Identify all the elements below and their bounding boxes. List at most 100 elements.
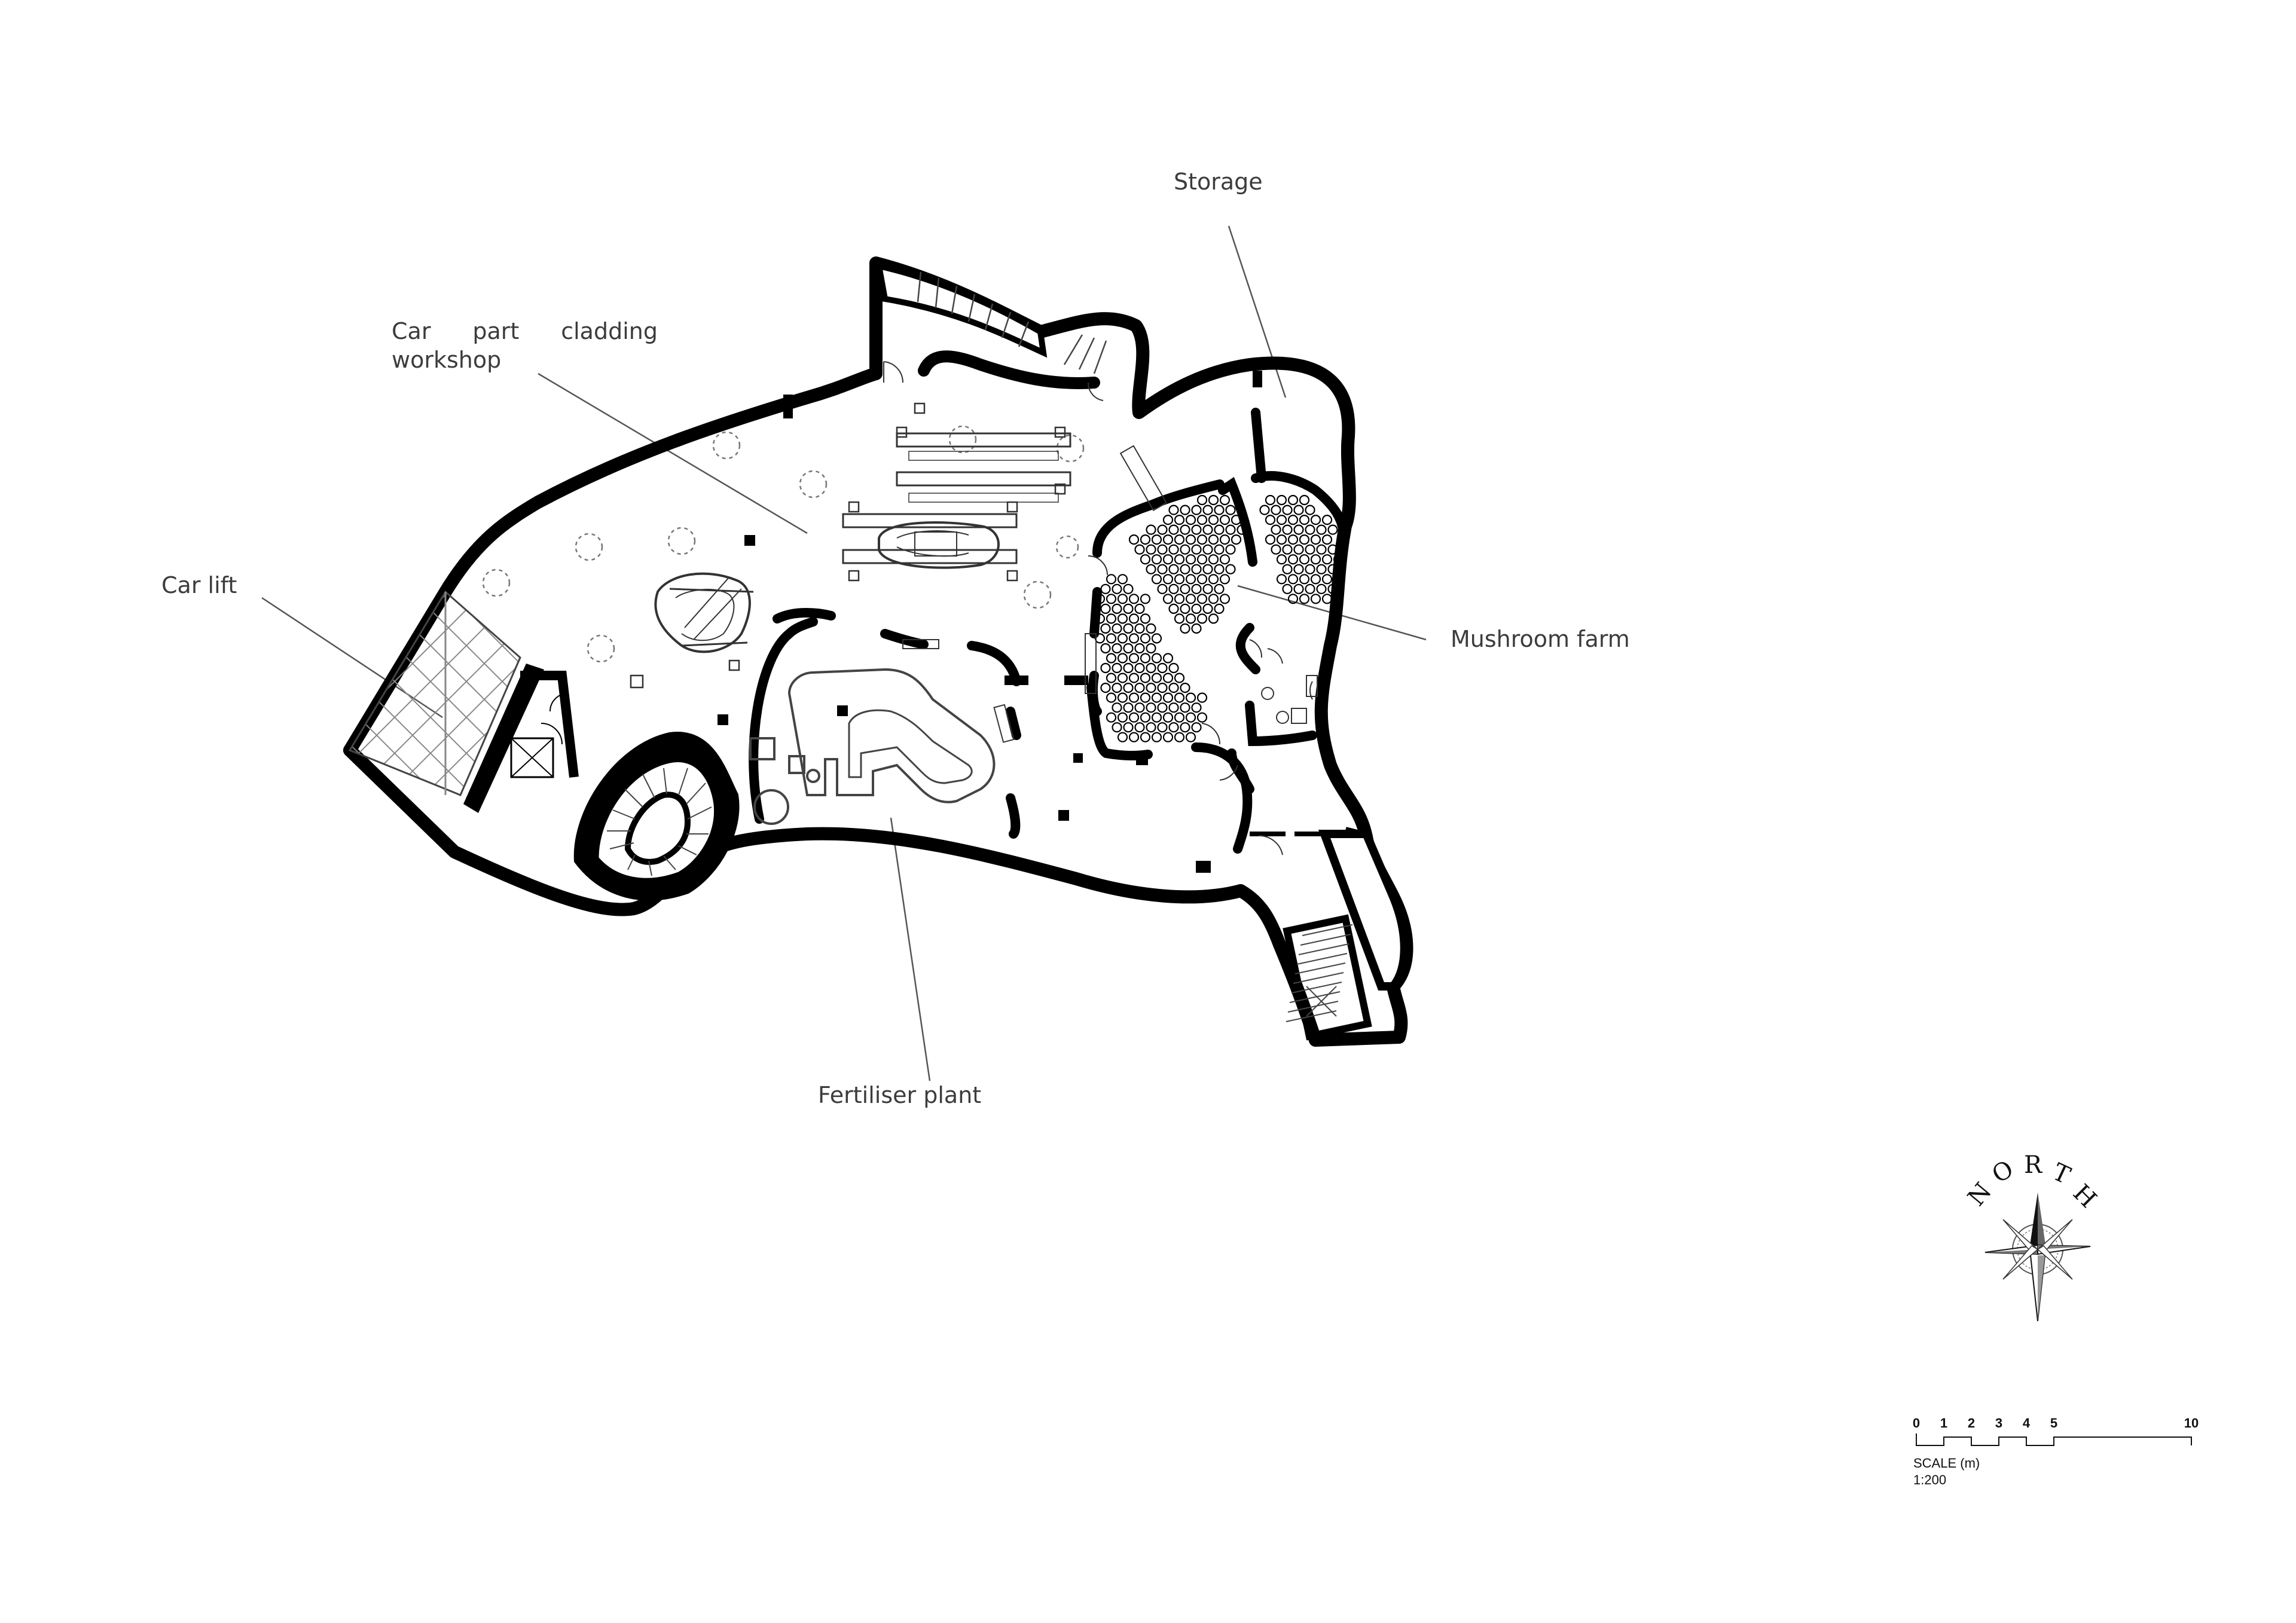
mushroom-bed-ring — [1146, 722, 1156, 733]
mushroom-bed-ring — [1162, 554, 1174, 565]
mushroom-bed-ring — [1282, 544, 1293, 555]
mushroom-bed-ring — [1180, 702, 1190, 713]
mushroom-bed-ring — [1191, 702, 1202, 713]
compass-letter-n: N — [1962, 1178, 1997, 1211]
mushroom-bed-ring — [1117, 594, 1128, 604]
mushroom-bed-ring — [1185, 594, 1196, 604]
mushroom-bed-ring — [1117, 692, 1128, 703]
mushroom-bed-ring — [1168, 583, 1179, 594]
mushroom-bed-ring — [1140, 554, 1151, 565]
mushroom-bed-ring — [1299, 514, 1310, 525]
stair-tread — [1296, 953, 1348, 965]
mushroom-bed-ring — [1174, 613, 1185, 624]
mushroom-bed-ring — [1140, 534, 1151, 545]
mushroom-bed-ring — [1134, 643, 1145, 654]
mushroom-bed-ring — [1146, 682, 1156, 693]
stair-tread — [1287, 1001, 1339, 1013]
scale-tick-3: 3 — [1995, 1416, 2003, 1431]
mushroom-bed-ring — [1287, 574, 1299, 585]
mushroom-bed-ring — [1208, 494, 1219, 506]
stair-tread — [1291, 982, 1342, 994]
mushroom-bed-ring — [1174, 732, 1185, 742]
mushroom-bed-ring — [1174, 673, 1185, 683]
mushroom-bed-ring — [1276, 534, 1287, 545]
mushroom-bed-ring — [1128, 613, 1140, 624]
mushroom-bed-ring — [1146, 544, 1156, 555]
north-stair-corridor — [875, 262, 1107, 389]
mushroom-bed-ring — [1123, 702, 1134, 713]
mushroom-bed-ring — [1276, 554, 1287, 565]
mushroom-bed-ring — [1180, 722, 1190, 733]
mushroom-bed-ring — [1151, 633, 1162, 644]
mushroom-bed-ring — [1151, 574, 1162, 585]
mushroom-bed-ring — [1128, 633, 1140, 644]
mushroom-bed-ring — [1168, 682, 1179, 693]
south-outer-wall — [343, 744, 1247, 916]
mushroom-bed-ring — [1185, 554, 1196, 565]
mushroom-bed-ring — [1293, 564, 1304, 574]
mushroom-bed-ring — [1287, 594, 1299, 604]
mushroom-bed-ring — [1225, 524, 1236, 535]
mushroom-bed-ring — [1321, 554, 1333, 565]
mushroom-bed-ring — [1123, 662, 1134, 674]
mushroom-bed-ring — [1128, 692, 1140, 703]
mushroom-bed-ring — [1123, 583, 1134, 594]
car-lift-racks — [654, 432, 1071, 653]
label-mushroom-farm: Mushroom farm — [1451, 626, 1630, 652]
mushroom-bed-ring — [1214, 505, 1225, 515]
mushroom-bed-ring — [1208, 514, 1219, 525]
scale-bar: 0 1 2 3 4 5 10 SCALE (m) 1:200 — [1910, 1416, 2209, 1499]
mushroom-bed-ring — [1146, 524, 1156, 535]
mushroom-bed-ring — [1293, 544, 1304, 555]
mushroom-bed-ring — [1106, 613, 1117, 624]
mushroom-bed-ring — [1196, 712, 1208, 723]
structural-columns — [718, 371, 1262, 873]
mushroom-bed-ring — [1196, 594, 1208, 604]
mushroom-bed-ring — [1151, 554, 1162, 565]
mushroom-bed-ring — [1208, 594, 1219, 604]
mushroom-bed-ring — [1128, 673, 1140, 683]
mushroom-bed-ring — [1151, 653, 1162, 664]
mushroom-bed-ring — [1282, 564, 1293, 574]
mushroom-bed-ring — [1180, 524, 1190, 535]
dashed-plant-circles — [482, 425, 1085, 663]
mushroom-bed-ring — [1128, 712, 1140, 723]
mushroom-bed-ring — [1282, 505, 1293, 515]
mushroom-bed-ring — [1310, 574, 1321, 585]
mushroom-bed-ring — [1225, 505, 1236, 515]
mushroom-bed-ring — [1282, 524, 1293, 535]
mushroom-beds — [1094, 494, 1344, 742]
mushroom-bed-ring — [1180, 583, 1190, 594]
mushroom-bed-ring — [1134, 544, 1145, 555]
mushroom-bed-ring — [1219, 594, 1231, 604]
mushroom-bed-ring — [1191, 603, 1202, 615]
mushroom-bed-ring — [1094, 594, 1106, 604]
mushroom-bed-ring — [1117, 712, 1128, 723]
mushroom-bed-ring — [1112, 722, 1122, 733]
mushroom-bed-ring — [1123, 643, 1134, 654]
scale-tick-4: 4 — [2022, 1416, 2031, 1431]
mushroom-bed-ring — [1208, 554, 1219, 565]
mushroom-bed-ring — [1202, 544, 1213, 555]
mushroom-bed-ring — [1146, 702, 1156, 713]
mushroom-bed-ring — [1140, 712, 1151, 723]
mushroom-bed-ring — [1316, 564, 1327, 574]
mushroom-bed-ring — [1305, 583, 1315, 594]
mushroom-bed-ring — [1299, 554, 1310, 565]
mushroom-bed-ring — [1128, 534, 1140, 545]
mushroom-bed-ring — [1202, 583, 1213, 594]
scale-tick-1: 1 — [1940, 1416, 1948, 1431]
mushroom-bed-ring — [1299, 494, 1310, 506]
mushroom-bed-ring — [1214, 583, 1225, 594]
west-stair-lobby — [510, 671, 579, 778]
mushroom-bed-ring — [1180, 505, 1190, 515]
mushroom-bed-ring — [1168, 505, 1179, 515]
mushroom-bed-ring — [1310, 554, 1321, 565]
small-fixtures — [630, 402, 1066, 689]
mushroom-bed-ring — [1225, 564, 1236, 574]
mushroom-bed-ring — [1134, 702, 1145, 713]
mushroom-bed-ring — [1106, 574, 1117, 585]
mushroom-bed-ring — [1196, 574, 1208, 585]
stair-tread — [1286, 1010, 1337, 1022]
